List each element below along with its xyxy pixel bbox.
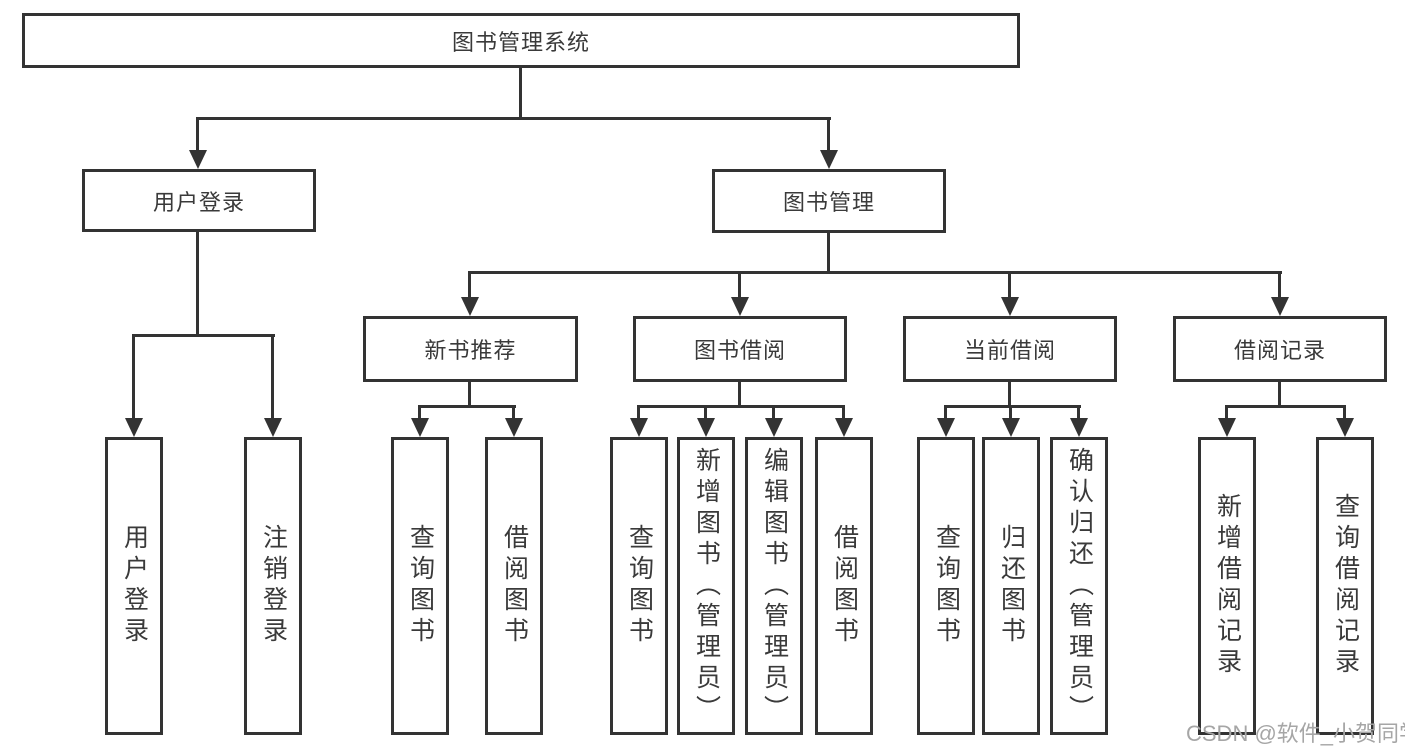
arrow-down-icon [835,418,853,437]
connector-line [827,117,830,153]
leaf-user-login: 用户登录 [105,437,163,735]
connector-line [132,334,275,337]
arrow-down-icon [1218,418,1236,437]
connector-line [1278,382,1281,408]
leaf-edit-books-admin: 编辑图书（管理员） [745,437,803,735]
node-library-management-system: 图书管理系统 [22,13,1020,68]
connector-line [1008,382,1011,408]
leaf-add-books-admin: 新增图书（管理员） [677,437,735,735]
connector-line [772,405,775,421]
node-current-borrowing: 当前借阅 [903,316,1117,382]
connector-line [738,271,741,301]
arrow-down-icon [765,418,783,437]
arrow-down-icon [1001,297,1019,316]
connector-line [637,405,845,408]
arrow-down-icon [125,418,143,437]
connector-line [132,334,135,420]
connector-line [1225,405,1228,421]
connector-line [197,117,831,120]
connector-line [842,405,845,421]
arrow-down-icon [411,418,429,437]
leaf-borrow-books: 借阅图书 [815,437,873,735]
arrow-down-icon [697,418,715,437]
connector-line [944,405,947,421]
leaf-query-books-recommend: 查询图书 [391,437,449,735]
csdn-watermark: CSDN @软件_小贺同学 [1186,721,1405,746]
connector-line [738,382,741,408]
leaf-query-borrow-record: 查询借阅记录 [1316,437,1374,735]
node-borrowing-records: 借阅记录 [1173,316,1387,382]
leaf-query-books-borrowing: 查询图书 [610,437,668,735]
leaf-add-borrow-record: 新增借阅记录 [1198,437,1256,735]
arrow-down-icon [264,418,282,437]
connector-line [512,405,515,421]
node-book-borrowing: 图书借阅 [633,316,847,382]
arrow-down-icon [189,150,207,169]
leaf-borrow-books-recommend: 借阅图书 [485,437,543,735]
arrow-down-icon [461,297,479,316]
connector-line [827,233,830,274]
node-book-management: 图书管理 [712,169,946,233]
connector-line [1278,271,1281,301]
arrow-down-icon [1002,418,1020,437]
connector-line [468,271,471,301]
connector-line [944,405,1081,408]
connector-line [196,232,199,337]
arrow-down-icon [505,418,523,437]
leaf-query-books-current: 查询图书 [917,437,975,735]
connector-line [418,405,421,421]
connector-line [704,405,707,421]
connector-line [1077,405,1080,421]
node-user-login: 用户登录 [82,169,316,232]
connector-line [468,382,471,408]
leaf-logout: 注销登录 [244,437,302,735]
connector-line [519,68,522,117]
connector-line [1009,405,1012,421]
connector-line [468,271,1282,274]
arrow-down-icon [731,297,749,316]
connector-line [196,117,199,153]
connector-line [271,334,274,420]
node-new-book-recommendation: 新书推荐 [363,316,578,382]
connector-line [1008,271,1011,301]
leaf-return-books: 归还图书 [982,437,1040,735]
connector-line [418,405,516,408]
arrow-down-icon [937,418,955,437]
connector-line [1225,405,1346,408]
connector-line [1343,405,1346,421]
arrow-down-icon [820,150,838,169]
leaf-confirm-return-admin: 确认归还（管理员） [1050,437,1108,735]
arrow-down-icon [1070,418,1088,437]
arrow-down-icon [630,418,648,437]
arrow-down-icon [1271,297,1289,316]
arrow-down-icon [1336,418,1354,437]
connector-line [637,405,640,421]
